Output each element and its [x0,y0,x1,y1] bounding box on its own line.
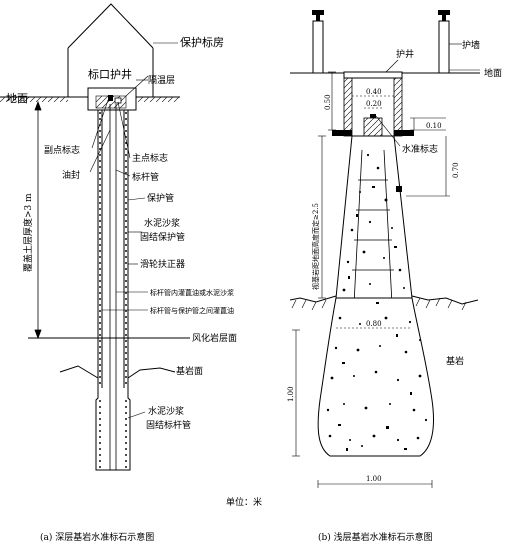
label-bedrock: 基岩 [446,355,464,367]
label-weathered: 风化岩层面 [192,332,237,344]
label-fill-inside: 标杆管内灌蓖油或水泥沙浆 [150,288,234,297]
label-cement-fix-rod-2: 固结标杆管 [146,419,191,431]
protective-wall-left [312,10,324,74]
bedrock-surface-right [289,295,479,305]
dim-100-horizontal: 1.00 [366,475,382,483]
label-fill-between: 标杆管与保护管之间灌蓖油 [150,306,234,315]
caption-left: (a) 深层基岩水准标石示意图 [40,531,154,543]
foundation-bulb [317,297,434,457]
dim-050: 0.50 [324,94,332,110]
dim-100-vertical: 1.00 [287,386,295,402]
side-mark [396,186,402,192]
label-main-mark: 主点标志 [132,152,168,164]
dim-040: 0.40 [366,88,382,96]
label-protect-pipe: 保护管 [147,192,174,204]
rod-pipe [109,104,117,470]
label-insulation: 隔温层 [148,75,175,86]
label-depth-note: 视基岩距地面高度而定≥2.5 [311,203,320,290]
concrete-column [335,135,413,299]
label-oil-seal: 油封 [62,169,80,181]
lower-bore [95,388,131,471]
dim-070: 0.70 [452,162,460,178]
label-well-right: 护井 [396,48,414,60]
cement-grout-outer [99,112,127,388]
label-cement-fix-rod-1: 水泥沙浆 [148,405,184,417]
aux-mark-head [108,95,113,101]
protective-wall-right [438,10,450,74]
label-protective-wall: 护墙 [462,39,480,51]
right-figure: 护井 护墙 地面 水准标志 视基岩距地面高度而定≥2.5 基岩 0.50 0.4… [287,10,502,488]
well-wall-left [343,77,353,137]
label-cement-fix-protect-1: 水泥沙浆 [144,217,180,229]
dim-020: 0.20 [366,100,382,108]
label-ground-right: 地面 [484,67,502,79]
caption-right: (b) 浅层基岩水准标石示意图 [318,531,433,543]
label-bedrock-face: 基岩面 [176,365,203,377]
bedrock-surface-line [59,365,176,379]
protection-house [67,3,154,97]
label-pulley: 滑轮扶正器 [140,258,185,270]
left-figure: 保护标房 标口护井 隔温层 地面 副点标志 主点标志 油封 标杆管 保护管 覆盖… [0,3,237,471]
dim-010: 0.10 [426,122,442,130]
cover-thickness-dim [34,100,42,340]
label-cement-fix-protect-2: 固结保护管 [140,231,185,243]
unit-label: 单位：米 [226,496,262,508]
label-ground-left: 地面 [6,92,28,105]
protection-pipe [97,110,129,388]
dim-080: 0.80 [366,320,382,328]
label-cover-thickness: 覆盖土层厚度>3 m [22,193,34,272]
mark-block [363,117,383,137]
label-aux-mark: 副点标志 [44,144,80,156]
label-rod-pipe: 标杆管 [132,171,159,183]
aggregate-dots [326,153,428,451]
label-protection-house: 保护标房 [180,35,224,49]
well-wall-right [393,77,403,137]
label-level-mark: 水准标志 [402,143,438,155]
label-well: 标口护井 [88,67,132,81]
well-cover [343,71,403,79]
